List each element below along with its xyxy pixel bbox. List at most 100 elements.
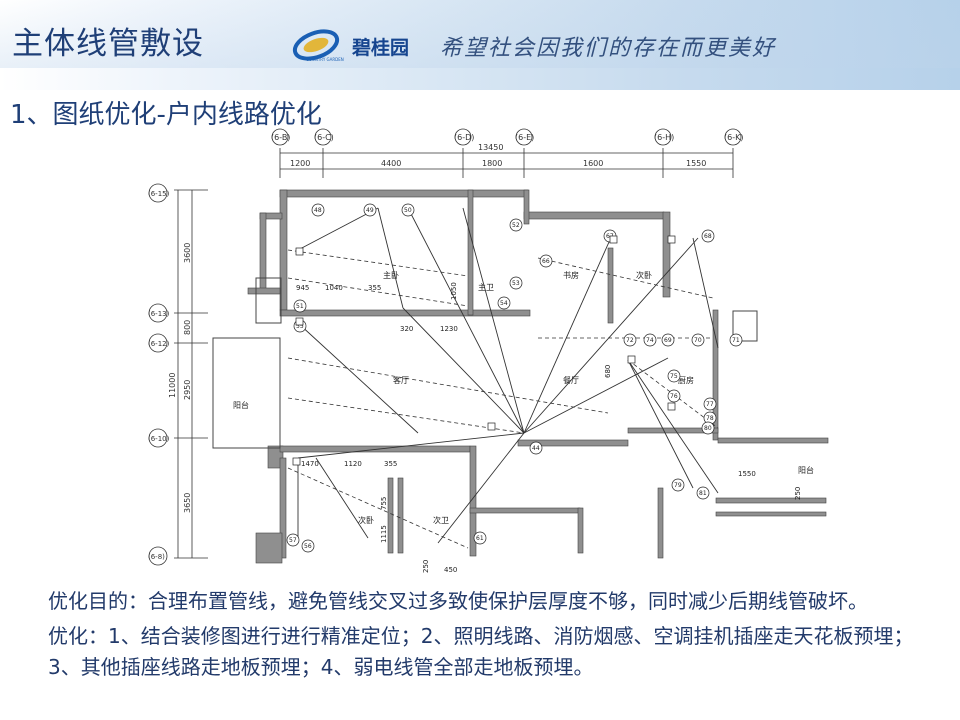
- section-subtitle: 1、图纸优化-户内线路优化: [10, 100, 322, 130]
- dim-label: 800: [183, 320, 192, 335]
- dim-label: 1230: [440, 325, 458, 333]
- dim-label: 355: [384, 460, 397, 468]
- room-label: 餐厅: [563, 376, 579, 385]
- dashed-routes: [287, 249, 719, 549]
- optimization-purpose: 优化目的：合理布置管线，避免管线交叉过多致使保护层厚度不够，同时减少后期线管破坏…: [48, 589, 868, 613]
- dim-label: 1470: [301, 460, 319, 468]
- brand-logo: COUNTRY GARDEN: [292, 29, 344, 62]
- marker-70: 70: [691, 333, 705, 347]
- marker-75: 75: [667, 369, 681, 383]
- dim-label: 755: [380, 497, 388, 510]
- balcony-outline: [212, 277, 758, 449]
- dim-label: 1800: [482, 159, 502, 168]
- svg-text:75: 75: [670, 373, 678, 380]
- svg-text:54: 54: [500, 300, 508, 307]
- dim-label: 1050: [450, 282, 458, 300]
- svg-text:68: 68: [704, 233, 712, 240]
- dim-label: 680: [604, 365, 612, 378]
- svg-text:69: 69: [664, 337, 672, 344]
- header-gradient: [0, 0, 960, 68]
- room-labels: 主卧 主卫 书房 次卧 客厅 餐厅 阳台 厨房 次卧 次卫 阳台: [233, 270, 814, 525]
- dimension-lines: [174, 148, 734, 559]
- svg-text:55: 55: [296, 323, 304, 330]
- svg-text:72: 72: [626, 337, 634, 344]
- room-label: 阳台: [233, 400, 249, 410]
- light-fixtures: [292, 235, 676, 466]
- svg-text:78: 78: [706, 415, 714, 422]
- axis-label: (6-10): [148, 435, 170, 443]
- svg-text:70: 70: [694, 337, 702, 344]
- marker-77: 77: [703, 397, 717, 411]
- svg-text:81: 81: [699, 490, 707, 497]
- marker-52: 52: [509, 218, 523, 232]
- dim-label: 1040: [325, 284, 343, 292]
- marker-76: 76: [667, 389, 681, 403]
- room-label: 书房: [563, 270, 579, 280]
- svg-text:49: 49: [366, 207, 374, 214]
- dim-label: 3600: [183, 243, 192, 263]
- slide-title: 主体线管敷设: [12, 26, 204, 62]
- conduit-routes: [297, 207, 719, 544]
- dim-label: 320: [400, 325, 413, 333]
- room-label: 客厅: [393, 375, 409, 385]
- walls: [247, 189, 829, 564]
- dim-label: 450: [444, 566, 457, 574]
- marker-44: 44: [529, 441, 543, 455]
- axis-label: (6-D): [454, 133, 474, 142]
- brand-slogan: 希望社会因我们的存在而更美好: [440, 36, 777, 61]
- axis-label: (6-8): [148, 553, 165, 561]
- svg-text:80: 80: [704, 425, 712, 432]
- optimization-method: 优化：1、结合装修图进行进行精准定位；2、照明线路、消防烟感、空调挂机插座走天花…: [48, 624, 914, 679]
- room-label: 次卧: [636, 270, 652, 280]
- svg-text:71: 71: [732, 337, 740, 344]
- svg-text:74: 74: [646, 337, 654, 344]
- dimension-text: 13450 1200 4400 1800 1600 1550 11000 360…: [168, 143, 706, 513]
- svg-text:76: 76: [670, 393, 678, 400]
- svg-text:53: 53: [512, 280, 520, 287]
- axis-label: (6-B): [271, 133, 290, 142]
- axis-label: (6-K): [724, 133, 743, 142]
- room-label: 主卫: [478, 282, 494, 292]
- marker-50: 50: [401, 203, 415, 217]
- dim-label: 1200: [290, 159, 310, 168]
- axis-labels-left: (6-15) (6-13) (6-12) (6-10) (6-8): [148, 183, 170, 566]
- axis-label: (6-C): [314, 133, 334, 142]
- svg-text:51: 51: [296, 303, 304, 310]
- dim-label: 2950: [183, 380, 192, 400]
- axis-labels-top: (6-B) (6-C) (6-D) (6-E) (6-H) (6-K): [271, 128, 743, 146]
- dim-label: 250: [794, 487, 802, 500]
- inner-dimension-text: 945 1040 355 1050 320 1230 680 1470 1120…: [296, 282, 802, 574]
- axis-label: (6-H): [654, 133, 674, 142]
- marker-66: 66: [539, 254, 553, 268]
- marker-68: 68: [701, 229, 715, 243]
- svg-text:48: 48: [314, 207, 322, 214]
- description-block: 优化目的：合理布置管线，避免管线交叉过多致使保护层厚度不够，同时减少后期线管破坏…: [48, 586, 928, 683]
- marker-61: 61: [473, 531, 487, 545]
- dim-label: 355: [368, 284, 381, 292]
- marker-48: 48: [311, 203, 325, 217]
- marker-80: 80: [701, 421, 715, 435]
- room-label: 次卫: [433, 515, 449, 525]
- marker-71: 71: [729, 333, 743, 347]
- dim-label: 1600: [583, 159, 603, 168]
- outlet-markers: 48 49 50 52 53 54 51 55 66 67 68 69 70 7…: [286, 203, 743, 553]
- svg-text:44: 44: [532, 445, 540, 452]
- marker-72: 72: [623, 333, 637, 347]
- svg-text:52: 52: [512, 222, 520, 229]
- axis-label: (6-12): [148, 340, 170, 348]
- svg-text:79: 79: [674, 482, 682, 489]
- axis-label: (6-E): [515, 133, 534, 142]
- marker-51: 51: [293, 299, 307, 313]
- brand-name: 碧桂园: [352, 37, 410, 59]
- svg-text:77: 77: [706, 401, 714, 408]
- dim-total-height: 11000: [168, 373, 177, 398]
- marker-49: 49: [363, 203, 377, 217]
- header-bar: 主体线管敷设 COUNTRY GARDEN 碧桂园 希望社会因我们的存在而更美好: [0, 0, 960, 90]
- svg-text:66: 66: [542, 258, 550, 265]
- marker-79: 79: [671, 478, 685, 492]
- marker-57: 57: [286, 533, 300, 547]
- floor-plan: (6-B) (6-C) (6-D) (6-E) (6-H) (6-K) (6-1…: [148, 128, 829, 574]
- svg-text:56: 56: [304, 543, 312, 550]
- svg-text:57: 57: [289, 537, 297, 544]
- dim-label: 250: [422, 560, 430, 573]
